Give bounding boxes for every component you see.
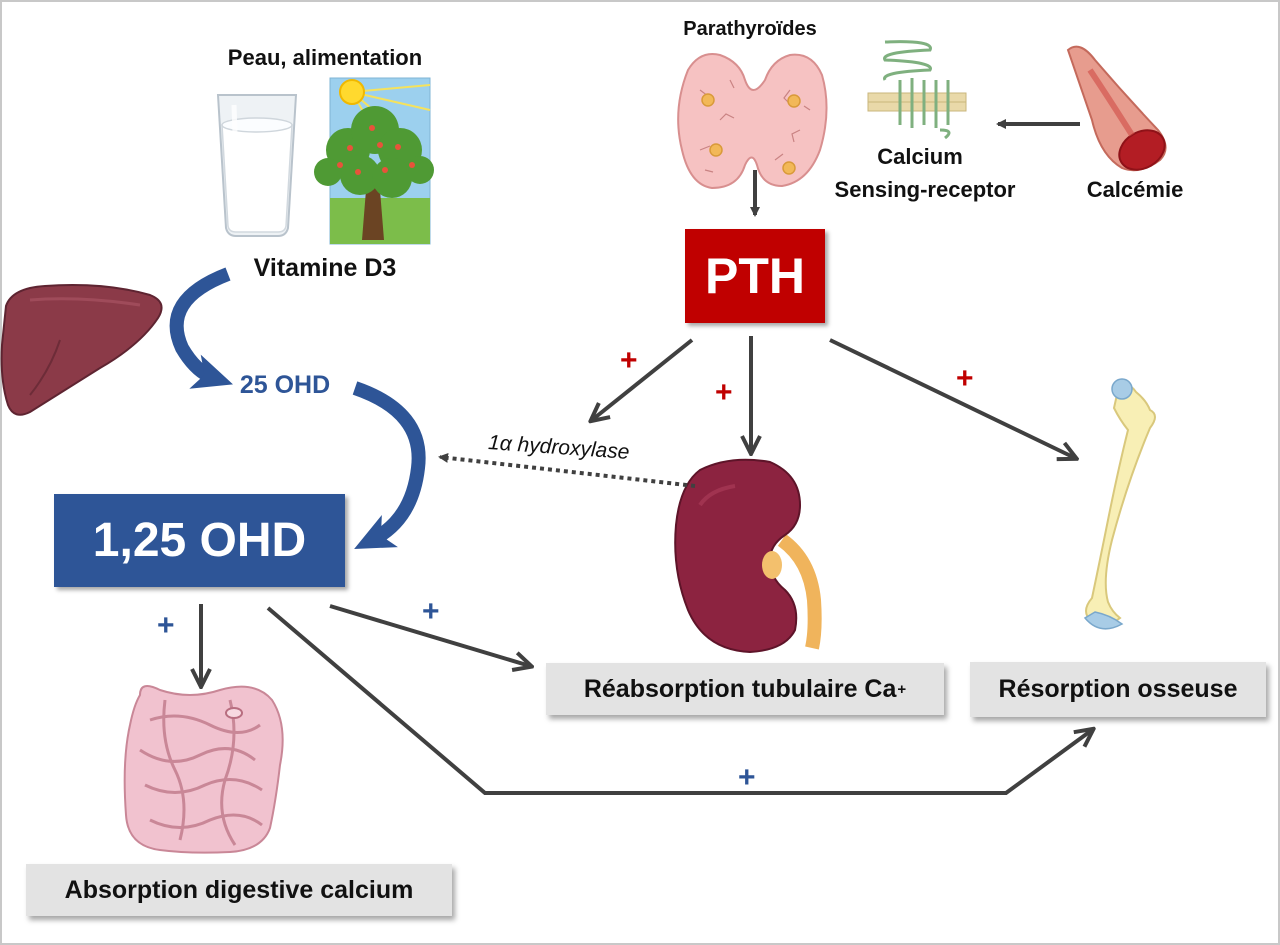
plus-ohd-tubular: + <box>422 595 440 628</box>
femur-icon <box>1083 378 1156 630</box>
arrow-ohd-to-tubular <box>329 604 530 666</box>
plus-pth-kidney: + <box>715 376 733 409</box>
blood-vessel-icon <box>1066 45 1167 172</box>
parathyroid-title: Parathyroïdes <box>683 18 817 40</box>
parathyroid-gland-icon <box>677 53 828 190</box>
25-ohd-label: 25 OHD <box>239 371 331 399</box>
tubular-reabsorption-label: Réabsorption tubulaire Ca <box>583 674 897 703</box>
arrow-hydroxylase-dotted <box>438 452 696 488</box>
plus-pth-bone: + <box>956 362 974 395</box>
arrow-25ohd-to-125ohd <box>352 381 426 549</box>
pth-box: PTH <box>685 229 825 323</box>
calcemia-label: Calcémie <box>1086 177 1184 202</box>
pth-label: PTH <box>705 248 805 304</box>
intestine-icon <box>123 685 284 854</box>
bone-resorption-label: Résorption osseuse <box>998 675 1238 703</box>
sources-title: Peau, alimentation <box>227 45 423 70</box>
sun-tree-icon <box>314 77 434 245</box>
125-ohd-box: 1,25 OHD <box>54 494 345 587</box>
receptor-label-line2: Sensing-receptor <box>834 177 1016 202</box>
plus-ohd-digestive: + <box>157 609 175 642</box>
vitamin-d3-label: Vitamine D3 <box>253 254 397 282</box>
tubular-reabsorption-box: Réabsorption tubulaire Ca+ <box>546 663 944 715</box>
arrow-ohd-to-bone <box>266 606 1092 795</box>
plus-ohd-bone: + <box>738 761 756 794</box>
calcium-receptor-icon <box>867 40 967 140</box>
receptor-label-line1: Calcium <box>877 144 963 169</box>
milk-glass-icon <box>216 94 298 237</box>
digestive-absorption-label: Absorption digestive calcium <box>64 875 414 904</box>
plus-pth-enzyme: + <box>620 344 638 377</box>
digestive-absorption-box: Absorption digestive calcium <box>26 864 452 916</box>
liver-icon <box>0 284 163 416</box>
calcium-ion-charge: + <box>897 680 907 698</box>
kidney-icon <box>674 458 822 654</box>
arrow-pth-to-enzyme <box>592 338 694 420</box>
arrow-pth-to-bone <box>829 338 1075 458</box>
125-ohd-label: 1,25 OHD <box>92 514 307 567</box>
arrow-vitd3-to-25ohd <box>169 267 233 389</box>
bone-resorption-box: Résorption osseuse <box>970 662 1266 717</box>
